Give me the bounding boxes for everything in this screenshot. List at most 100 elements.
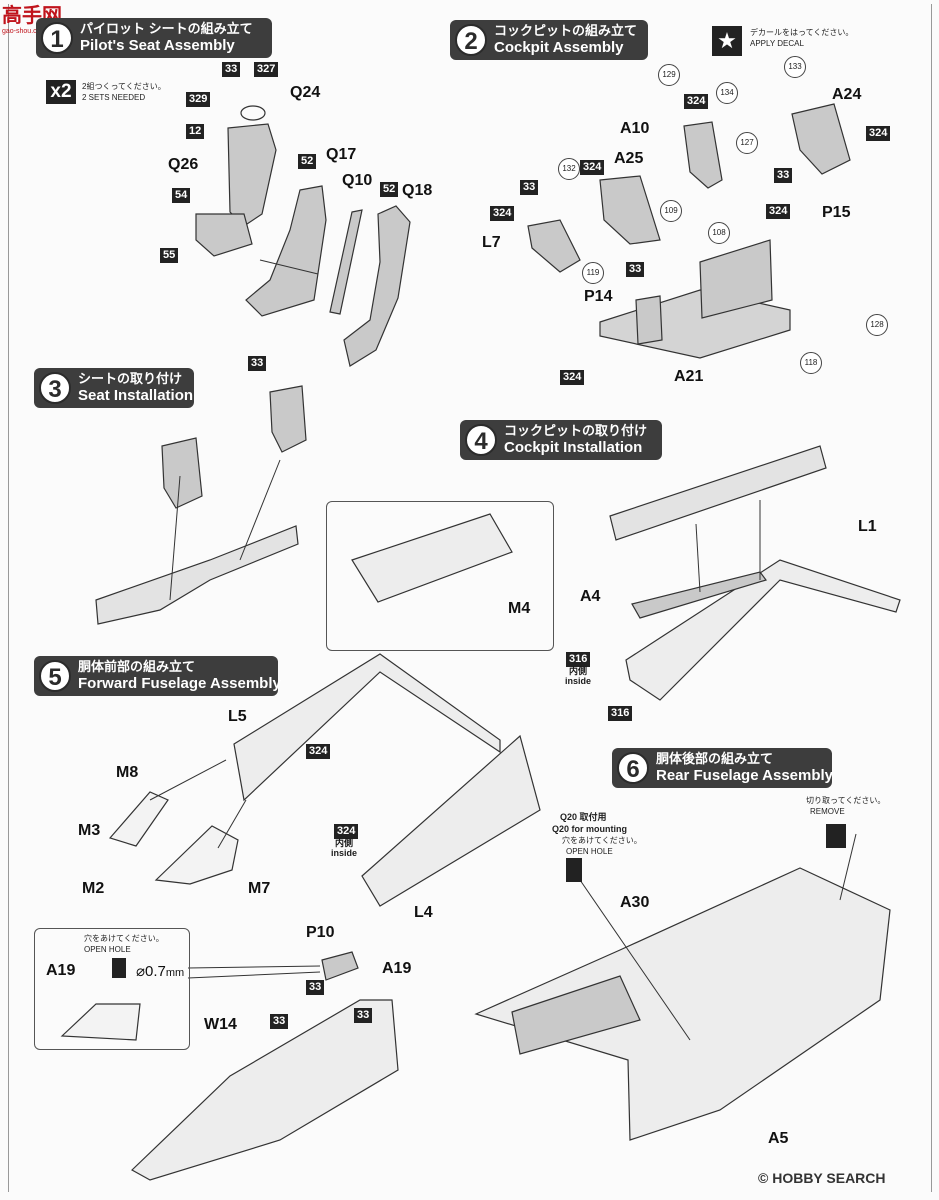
mount-note-jp: Q20 取付用 (560, 812, 607, 822)
part-label-a19: A19 (382, 960, 412, 977)
step-5-number: 5 (39, 660, 71, 692)
guide-line (187, 971, 321, 979)
decal-star-icon: ★ (712, 26, 742, 56)
apply-decal-jp: デカールをはってください。 (750, 28, 854, 37)
inside-en: inside (564, 676, 591, 686)
seat-pan (195, 213, 253, 257)
panel-a10 (683, 121, 723, 189)
sets-needed-badge: x2 (46, 80, 76, 104)
part-label-p14: P14 (584, 288, 613, 305)
part-label-l5: L5 (228, 708, 247, 725)
part-label-l4: L4 (414, 904, 433, 921)
step-6-number: 6 (617, 752, 649, 784)
detail-callout-m4 (326, 501, 554, 651)
paint-chip: 33 (520, 180, 539, 195)
paint-chip: 324 (560, 370, 585, 385)
part-label-m7: M7 (248, 880, 271, 897)
guide-line (259, 259, 319, 275)
step-3-title-en: Seat Installation (78, 387, 194, 404)
canopy-m7 (154, 825, 239, 885)
remove-en: REMOVE (810, 807, 845, 816)
step-1-header: 1 パイロット シートの組み立て Pilot's Seat Assembly (36, 18, 272, 58)
part-label-w14: W14 (204, 1016, 237, 1033)
step-2-header: 2 コックピットの組み立て Cockpit Assembly (450, 20, 648, 60)
seat-back-q26 (227, 123, 277, 227)
step-4-number: 4 (465, 424, 497, 456)
inside-en: inside (330, 848, 357, 858)
sets-needed-jp: 2組つくってください。 (82, 82, 166, 91)
step-1-number: 1 (41, 22, 73, 54)
part-label-l7: L7 (482, 234, 501, 251)
part-label-a10: A10 (620, 120, 650, 137)
paint-chip: 33 (248, 356, 267, 371)
footer-watermark: © HOBBY SEARCH (758, 1170, 886, 1186)
decal-number: 108 (708, 222, 730, 244)
fuselage-l4 (361, 734, 541, 907)
step-5-title-jp: 胴体前部の組み立て (78, 659, 196, 674)
diameter-value: 0.7 (145, 963, 166, 980)
seat-right-step3 (269, 385, 307, 453)
fuselage-m4-detail (351, 513, 513, 603)
rail-q10 (329, 209, 363, 315)
part-label-a24: A24 (832, 86, 862, 103)
decal-number: 134 (716, 82, 738, 104)
watermark-sub: gao-shou.com (2, 28, 47, 35)
step-2-number: 2 (455, 24, 487, 56)
drill-icon-small (112, 958, 126, 978)
apply-decal-en: APPLY DECAL (750, 39, 804, 48)
paint-chip: 33 (306, 980, 325, 995)
paint-chip-inside: 324 (334, 824, 359, 839)
decal-number: 127 (736, 132, 758, 154)
step-5-title-en: Forward Fuselage Assembly (78, 675, 281, 692)
a19-part (321, 951, 359, 981)
panel-l7 (527, 219, 581, 273)
open-hole-jp: 穴をあけてください。 (562, 836, 642, 845)
guide-line (187, 965, 321, 969)
paint-chip: 324 (306, 744, 331, 759)
guide-line (169, 475, 181, 601)
part-label-q24: Q24 (290, 84, 321, 101)
part-label-a4: A4 (580, 588, 601, 605)
bulkhead-p14 (635, 295, 663, 345)
step-4-title-jp: コックピットの取り付け (504, 423, 648, 438)
step-2-title-jp: コックピットの組み立て (494, 23, 638, 38)
panel-a24 (791, 103, 851, 175)
open-hole-callout (34, 928, 190, 1050)
part-label-m3: M3 (78, 822, 101, 839)
fuselage-l5 (233, 653, 501, 802)
decal-number: 132 (558, 158, 580, 180)
decal-number: 109 (660, 200, 682, 222)
step-6-header: 6 胴体後部の組み立て Rear Fuselage Assembly (612, 748, 834, 788)
step-3-title-jp: シートの取り付け (78, 371, 183, 386)
canopy-m8 (108, 791, 169, 847)
fuselage-l1 (625, 559, 901, 701)
decal-number: 118 (800, 352, 822, 374)
step-6-title-en: Rear Fuselage Assembly (656, 767, 834, 784)
step-3-number: 3 (39, 372, 71, 404)
step-3-header: 3 シートの取り付け Seat Installation (34, 368, 194, 408)
guide-line (149, 759, 227, 801)
part-label-l1: L1 (858, 518, 877, 535)
a19-detail (60, 1003, 141, 1041)
paint-chip: 324 (684, 94, 709, 109)
part-label-q26: Q26 (168, 156, 199, 173)
paint-chip: 329 (186, 92, 211, 107)
mount-note-en: Q20 for mounting (552, 824, 627, 834)
paint-chip: 324 (866, 126, 891, 141)
open-hole-jp-bottom: 穴をあけてください。 (84, 934, 164, 943)
step-6-title-jp: 胴体後部の組み立て (656, 751, 774, 766)
guide-line (217, 799, 247, 849)
paint-chip: 33 (626, 262, 645, 277)
paint-chip: 12 (186, 124, 205, 139)
rear-fuselage-a5 (474, 867, 891, 1141)
part-label-a30: A30 (620, 894, 650, 911)
open-hole-en: OPEN HOLE (566, 847, 613, 856)
step-4-header: 4 コックピットの取り付け Cockpit Installation (460, 420, 662, 460)
part-label-a25: A25 (614, 150, 644, 167)
drill-diameter: ⌀0.7mm (136, 963, 185, 980)
tub-step3 (95, 525, 299, 625)
tub-step4 (609, 445, 827, 541)
paint-chip: 33 (270, 1014, 289, 1029)
seat-left-step3 (161, 437, 203, 509)
paint-chip: 316 (608, 706, 633, 721)
